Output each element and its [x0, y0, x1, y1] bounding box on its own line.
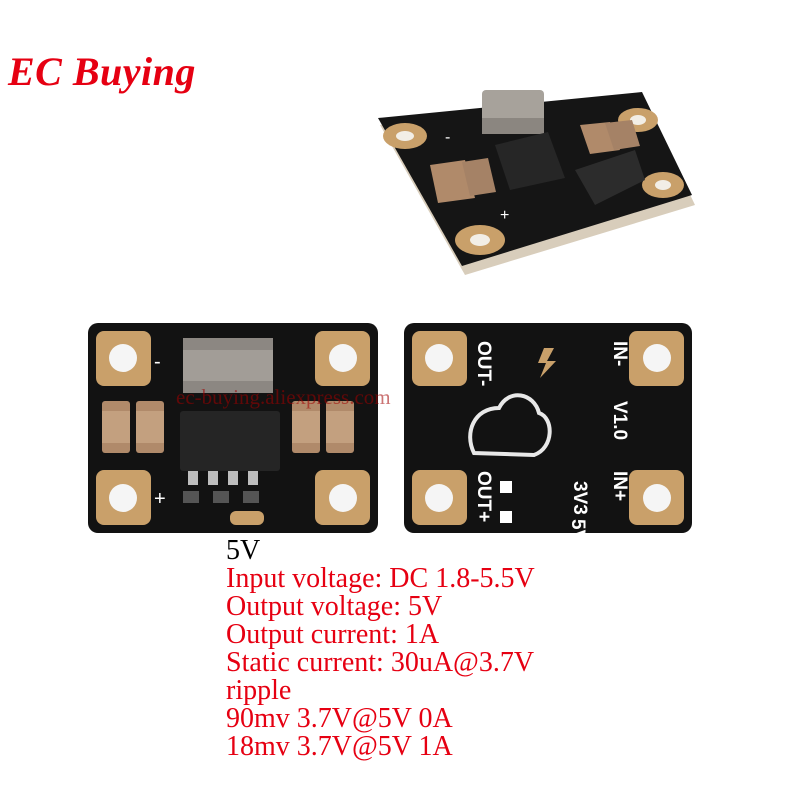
spec-ripple-0a: 90mv 3.7V@5V 0A: [226, 703, 453, 734]
spec-static-current: Static current: 30uA@3.7V: [226, 647, 535, 678]
perspective-plus-mark: +: [500, 207, 509, 224]
spec-title: 5V: [226, 535, 261, 566]
brand-logo: EC Buying: [8, 49, 196, 94]
board-perspective-photo: - +: [378, 90, 695, 275]
back-label-3v3: 3V3: [569, 481, 590, 515]
spec-output-voltage: Output voltage: 5V: [226, 591, 443, 622]
back-label-in-minus: IN-: [609, 341, 630, 366]
front-plus-mark: +: [154, 488, 166, 510]
back-label-in-plus: IN+: [609, 471, 630, 501]
perspective-minus-mark: -: [445, 129, 450, 146]
spec-list: 5V Input voltage: DC 1.8-5.5V Output vol…: [226, 537, 535, 761]
spec-output-current: Output current: 1A: [226, 619, 440, 650]
front-minus-mark: -: [154, 351, 161, 373]
back-label-out-minus: OUT-: [473, 341, 494, 386]
watermark: ec-buying.aliexpress.com: [176, 385, 391, 409]
spec-ripple-1a: 18mv 3.7V@5V 1A: [226, 731, 453, 762]
back-label-out-plus: OUT+: [473, 471, 494, 522]
board-back-photo: OUT- OUT+ IN- V1.0 IN+ 3V3 5V: [404, 323, 692, 533]
board-front-photo: - +: [88, 323, 378, 533]
back-label-5v: 5V: [567, 519, 588, 533]
spec-input-voltage: Input voltage: DC 1.8-5.5V: [226, 563, 535, 594]
back-label-version: V1.0: [609, 401, 630, 440]
spec-ripple-label: ripple: [226, 675, 292, 706]
